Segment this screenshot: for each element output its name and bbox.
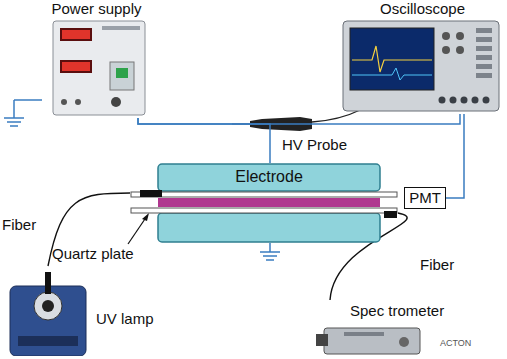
wire xyxy=(138,118,270,163)
device-box: Oscilloscope xyxy=(338,0,507,114)
device-box: Spec trometer xyxy=(300,300,493,358)
node-label: Electrode xyxy=(158,163,380,191)
node-label: Oscilloscope xyxy=(338,0,507,18)
power-supply-device xyxy=(52,20,146,116)
ground-symbol xyxy=(260,243,280,260)
wire xyxy=(138,114,460,124)
leader-line xyxy=(128,213,149,244)
part-label: Fiber xyxy=(420,256,454,274)
ground-symbol xyxy=(4,100,42,126)
uv-lamp-device xyxy=(8,272,88,356)
wire xyxy=(446,114,464,198)
pmt-box: PMT xyxy=(404,187,446,209)
oscilloscope-device xyxy=(342,20,500,112)
part-label: Fiber xyxy=(2,216,36,234)
device-box: Power supply xyxy=(30,0,163,118)
device-box: UV lamp xyxy=(8,266,161,356)
node-label: UV lamp xyxy=(96,310,161,328)
electrode-box: Electrode xyxy=(130,163,398,243)
part-label: Quartz plate xyxy=(52,245,134,263)
part-label: HV Probe xyxy=(282,136,347,154)
node-label: Spec trometer xyxy=(350,302,493,320)
spectrometer-device xyxy=(314,322,424,358)
node-label: PMT xyxy=(405,189,445,207)
node-label: Power supply xyxy=(30,0,163,18)
brand-mark: ACTON xyxy=(440,334,471,352)
